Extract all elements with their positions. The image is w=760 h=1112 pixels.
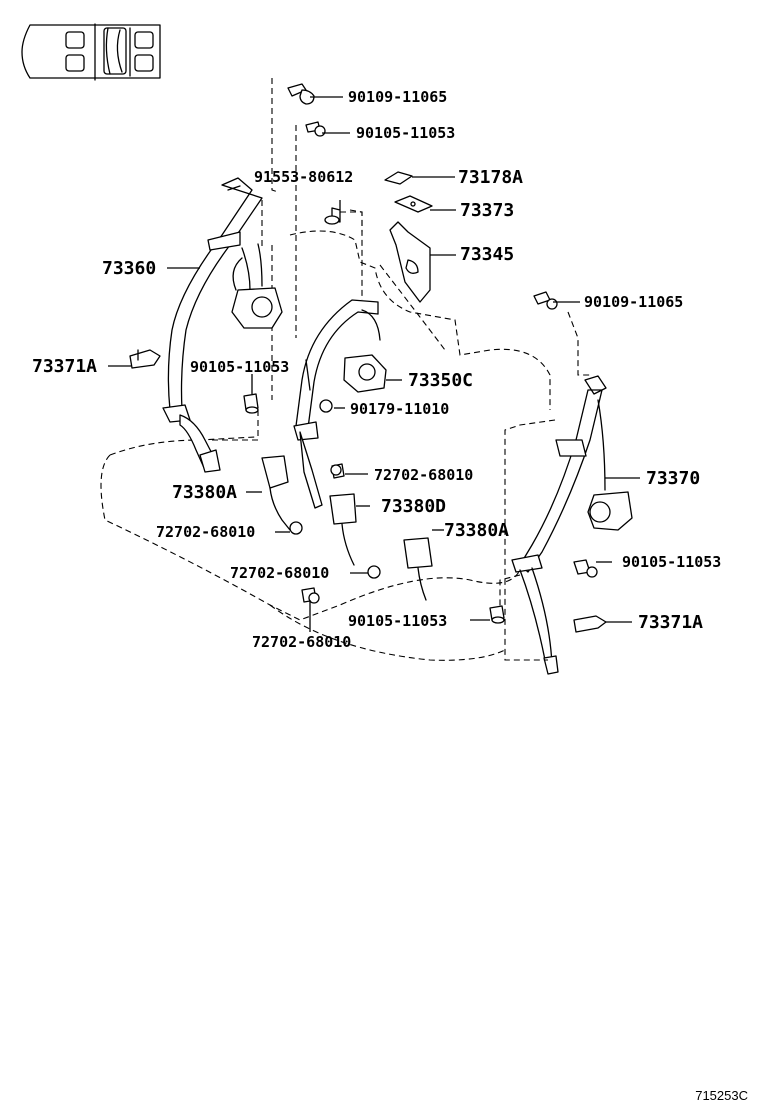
part-labels: 90109-11065 90105-11053 91553-80612 7317… — [32, 88, 721, 651]
label-73380A-right: 73380A — [444, 520, 509, 541]
right-outer-belt-73370 — [511, 375, 633, 675]
cover-73373 — [394, 195, 433, 213]
label-73380D: 73380D — [381, 496, 446, 517]
buckle-73380D — [329, 493, 381, 579]
leader-lines — [108, 96, 640, 632]
buckle-73380A-right — [403, 537, 433, 601]
buckle-73380A-left — [261, 455, 303, 535]
label-73345: 73345 — [460, 244, 514, 265]
cover-73371A-left — [129, 349, 161, 369]
bolt-90105-right — [573, 559, 598, 578]
label-90109-top: 90109-11065 — [348, 88, 447, 106]
center-belt-73350C — [293, 299, 387, 509]
left-outer-belt-73360 — [162, 177, 283, 473]
label-73371A-right: 73371A — [638, 612, 703, 633]
cover-73371A-right — [573, 615, 607, 633]
bolt-72702-d — [301, 587, 320, 604]
vehicle-location-icon — [21, 23, 161, 81]
bolt-90105-bottom — [489, 605, 505, 624]
label-73373: 73373 — [460, 200, 514, 221]
bolt-91553 — [324, 207, 341, 225]
label-72702-a: 72702-68010 — [374, 466, 473, 484]
rear-seat-outline — [100, 230, 551, 661]
label-73360: 73360 — [102, 258, 156, 279]
bolt-90109-top — [287, 83, 315, 105]
bolt-90109-right — [533, 291, 558, 310]
label-73178A: 73178A — [458, 167, 523, 188]
label-73380A-left: 73380A — [172, 482, 237, 503]
label-90105-top: 90105-11053 — [356, 124, 455, 142]
label-72702-c: 72702-68010 — [230, 564, 329, 582]
label-90105-mid: 90105-11053 — [190, 358, 289, 376]
label-73370: 73370 — [646, 468, 700, 489]
label-90109-right: 90109-11065 — [584, 293, 683, 311]
label-72702-b: 72702-68010 — [156, 523, 255, 541]
cover-73178A — [384, 171, 413, 185]
label-91553: 91553-80612 — [254, 168, 353, 186]
label-90105-right: 90105-11053 — [622, 553, 721, 571]
label-72702-d: 72702-68010 — [252, 633, 351, 651]
bolt-72702-a — [330, 463, 345, 479]
bolt-90105-mid — [243, 393, 259, 414]
label-90105-bottom: 90105-11053 — [348, 612, 447, 630]
label-73371A-left: 73371A — [32, 356, 97, 377]
label-73350C: 73350C — [408, 370, 473, 391]
cover-73345 — [389, 221, 431, 303]
label-90179: 90179-11010 — [350, 400, 449, 418]
bolt-90105-top — [305, 121, 326, 137]
illustration-code: 715253C — [695, 1088, 748, 1103]
